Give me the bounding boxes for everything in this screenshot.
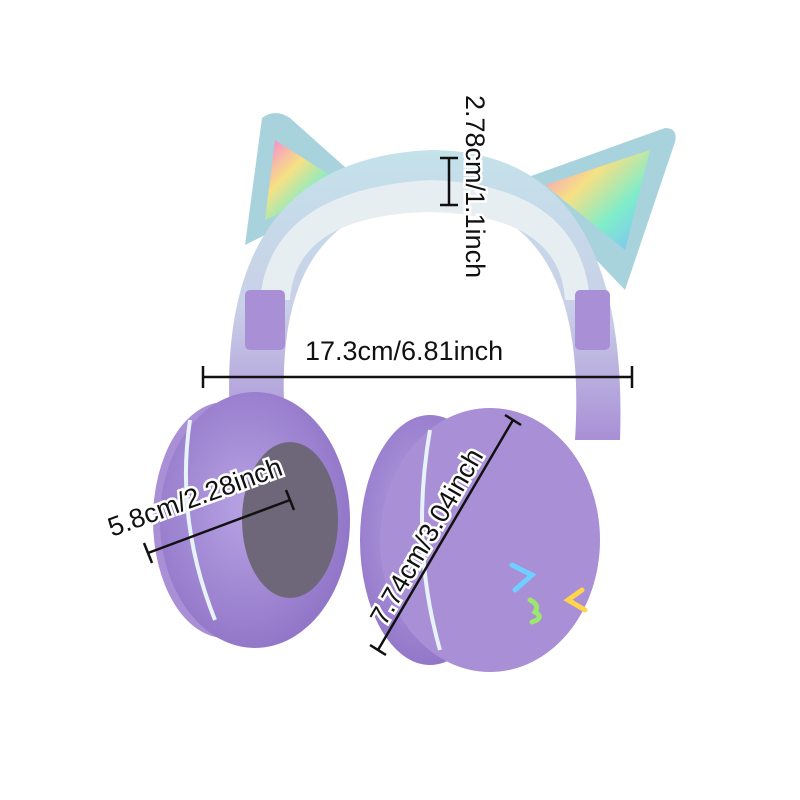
headband-pad [260,180,590,300]
left-slider [245,290,285,350]
right-earcup [360,408,600,672]
face-led-icon [509,562,588,625]
left-cat-ear [245,113,365,245]
right-cat-ear [520,128,676,290]
left-earcup [153,392,350,648]
width-label: 17.3cm/6.81inch [305,336,503,366]
ear-height-label: 2.78cm/1.1inch [460,95,490,278]
width-dimension: 17.3cm/6.81inch [201,334,634,388]
right-slider [575,290,610,350]
ear-height-dimension: 2.78cm/1.1inch [440,93,493,281]
